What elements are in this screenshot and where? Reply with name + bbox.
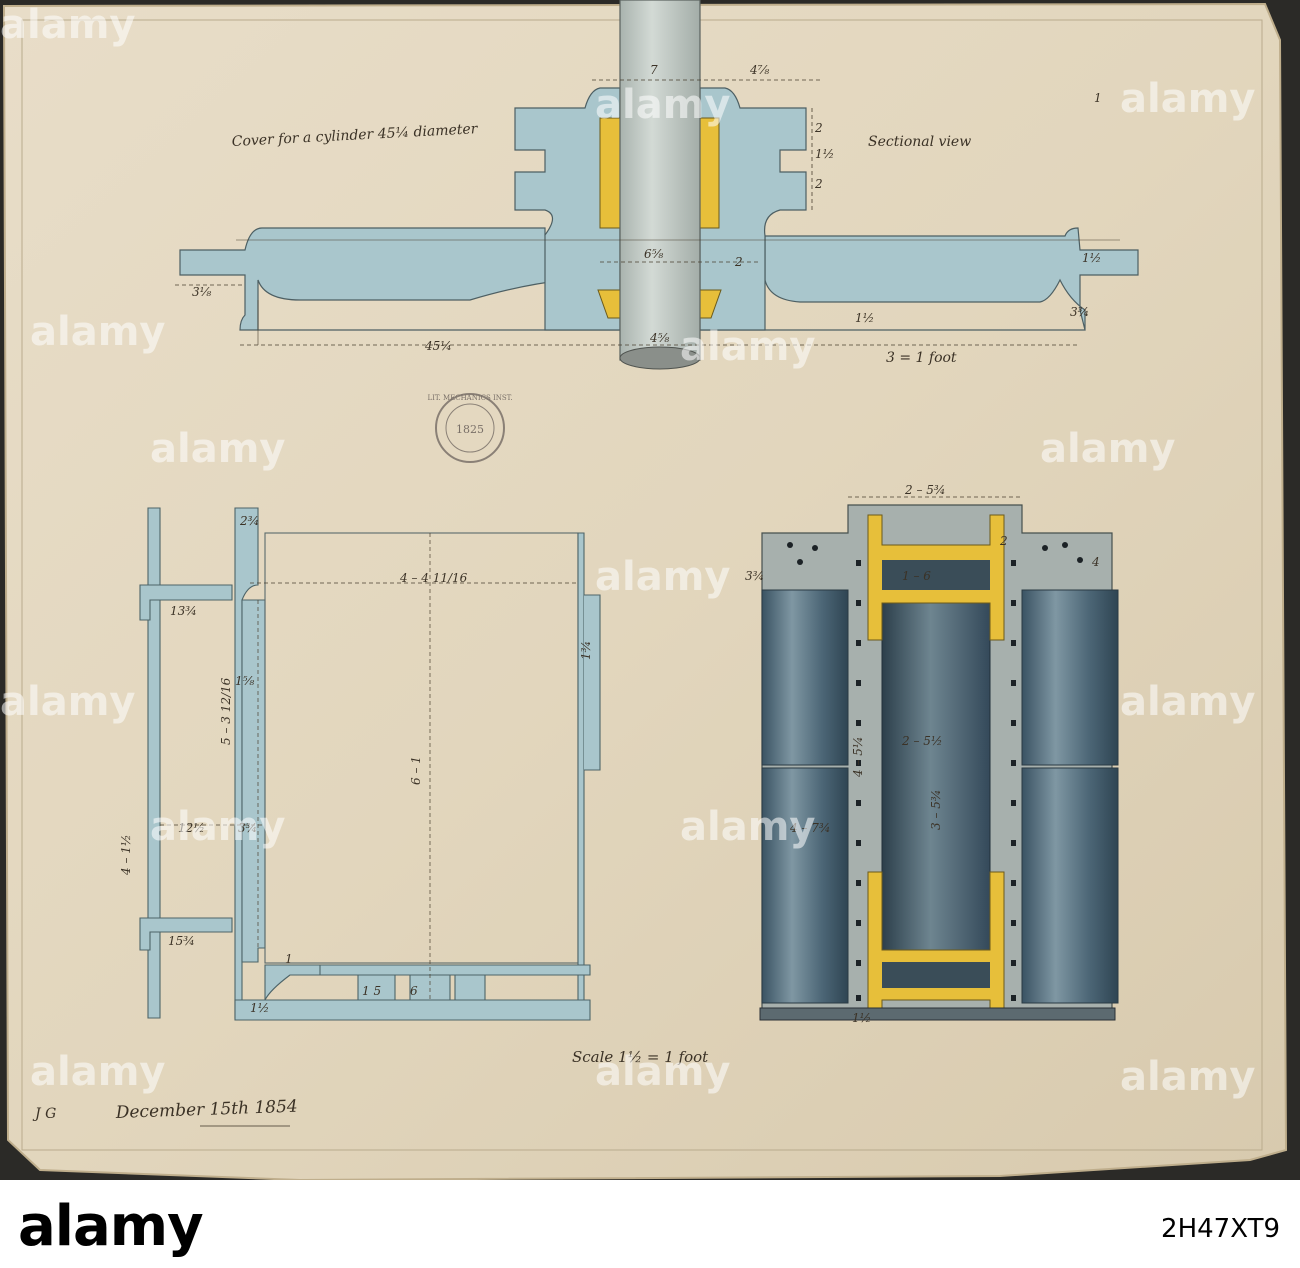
dim-top-45-1-4: 45¼: [424, 339, 452, 353]
library-stamp: 1825 LIT. MECHANICS INST.: [427, 393, 513, 463]
cylinder-bore: [881, 594, 991, 966]
cover-hub-right: [699, 87, 807, 331]
dim-top-6-5-8: 6⅝: [644, 247, 664, 261]
dim-left-1-3-4: 1¾: [579, 641, 593, 660]
drum-upper-right: [1021, 589, 1119, 766]
dim-left-1: 1: [285, 952, 293, 966]
dim-top-3-3-4: 3¾: [1070, 305, 1089, 319]
dim-top-4-5-8: 4⅝: [649, 331, 670, 345]
dim-top-2a: 2: [814, 121, 823, 135]
sheet-number: 1: [1094, 91, 1102, 105]
watermark-11: alamy: [150, 804, 285, 850]
stamp-text: LIT. MECHANICS INST.: [427, 394, 512, 402]
dim-left-12-1-2: 12½: [178, 821, 205, 835]
dim-left-4-1-1-2: 4 – 1½: [119, 834, 133, 876]
dim-left-3-3-4: 3¾: [238, 821, 257, 835]
dim-right-4-5-1-4: 4 – 5¼: [851, 736, 865, 778]
watermark-14: alamy: [595, 1049, 730, 1095]
dim-left-4-4-11-16: 4 – 4 11/16: [399, 571, 468, 585]
drum-lower-left: [761, 767, 849, 1004]
dim-right-4: 4: [1091, 555, 1100, 569]
dim-left-1-5-8: 1⅝: [235, 674, 255, 688]
watermark-layer: alamy alamy alamy alamy alamy alamy alam…: [0, 2, 1255, 1100]
dim-left-6-1: 6 – 1: [409, 756, 423, 785]
drum-upper-left: [761, 589, 849, 766]
watermark-5: alamy: [680, 324, 815, 370]
dim-left-2-3-4: 2¾: [239, 514, 259, 528]
watermark-8: alamy: [595, 554, 730, 600]
sectional-view-label: Sectional view: [868, 134, 971, 150]
dim-right-1-6: 1 – 6: [902, 569, 931, 583]
cover-drawing: [175, 0, 1139, 370]
dim-left-1-5: 1 5: [362, 984, 381, 998]
dim-right-2a: 2: [999, 534, 1008, 548]
watermark-4: alamy: [30, 309, 165, 355]
dim-top-1-1-2: 1½: [815, 147, 834, 161]
watermark-2: alamy: [595, 82, 730, 128]
piston-rod: [619, 0, 701, 361]
watermark-12: alamy: [680, 804, 815, 850]
dim-top-2c: 2: [734, 255, 743, 269]
watermark-9: alamy: [0, 679, 135, 725]
watermark-15: alamy: [1120, 1054, 1255, 1100]
dim-top-1-1-2b: 1½: [1082, 251, 1101, 265]
dim-left-1-1-2: 1½: [250, 1001, 269, 1015]
dim-right-3-3-4: 3¾: [745, 569, 764, 583]
footer-logo[interactable]: alamy: [18, 1194, 204, 1259]
dim-right-2-5-3-4: 2 – 5¾: [904, 483, 946, 497]
dim-top-1-1-2c: 1½: [855, 311, 874, 325]
initials: J G: [32, 1106, 56, 1122]
dim-top-4-7-8: 4⅞: [749, 63, 770, 77]
watermark-3: alamy: [1120, 76, 1255, 122]
bottom-scale-label: Scale 1½ = 1 foot: [572, 1048, 709, 1066]
dim-right-3-5-3-4: 3 – 5¾: [929, 789, 943, 830]
watermark-10: alamy: [1120, 679, 1255, 725]
brass-bush-upper-left: [599, 117, 623, 229]
dim-right-2-5-1-2: 2 – 5½: [901, 734, 943, 748]
cover-hub: [514, 87, 621, 331]
watermark-13: alamy: [30, 1049, 165, 1095]
dim-right-4-7-3-4: 4 – 7¾: [789, 821, 831, 835]
top-scale-label: 3 = 1 foot: [886, 350, 957, 366]
dim-top-2b: 2: [814, 177, 823, 191]
stamp-year: 1825: [456, 423, 484, 436]
stock-footer: alamy 2H47XT9: [0, 1180, 1300, 1268]
dim-right-1-1-2: 1½: [852, 1011, 871, 1025]
dim-top-7: 7: [650, 63, 658, 77]
watermark-6: alamy: [150, 426, 285, 472]
drum-lower-right: [1021, 767, 1119, 1004]
cylinder-section: [759, 504, 1119, 1021]
watermark-7: alamy: [1040, 426, 1175, 472]
dim-left-15-3-4: 15¾: [168, 934, 195, 948]
dim-left-6: 6: [410, 984, 418, 998]
image-id: 2H47XT9: [1161, 1214, 1280, 1244]
dim-left-5-3-12-16: 5 – 3 12/16: [219, 677, 233, 745]
dim-left-13-3-4: 13¾: [170, 604, 197, 618]
technical-drawing: Cover for a cylinder 45¼ diameter Sectio…: [0, 0, 1300, 1180]
dim-top-3-1-8: 3⅛: [192, 285, 212, 299]
watermark-1: alamy: [0, 2, 135, 48]
piston-rod-section: [619, 346, 701, 370]
cylinder-elevation: [139, 507, 601, 1021]
